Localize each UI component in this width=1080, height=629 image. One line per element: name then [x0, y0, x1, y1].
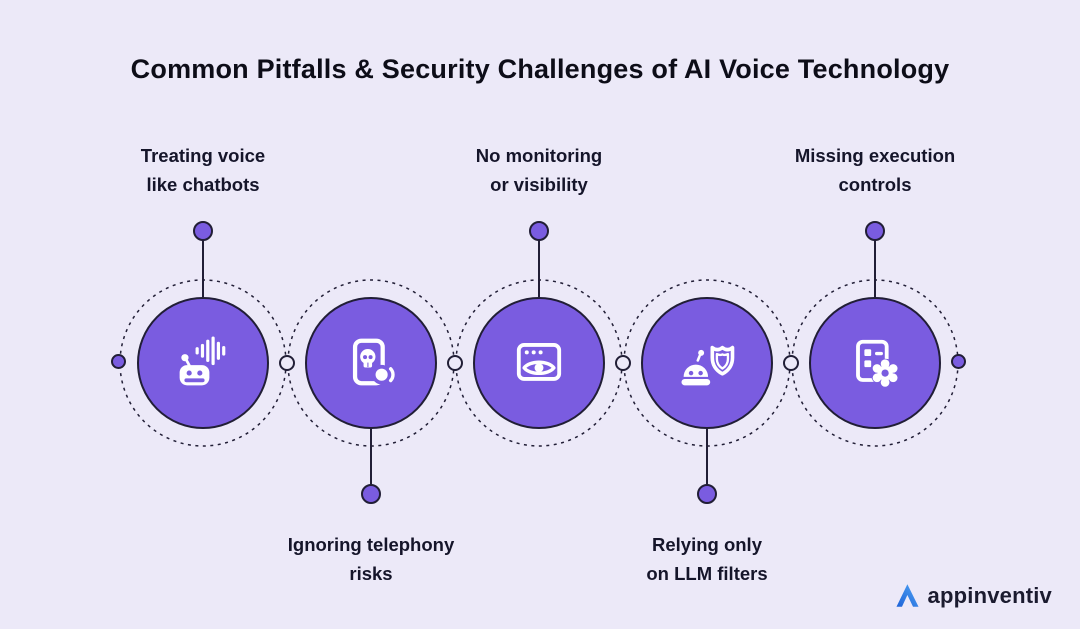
pitfall-circle [641, 297, 773, 429]
item-label-line2: risks [349, 563, 393, 584]
pitfall-item-treating-voice-like-chatbots: Treating voice like chatbots [119, 0, 287, 629]
orbit-end-dot-left [111, 354, 126, 369]
item-label: Relying only on LLM filters [582, 530, 832, 588]
connector-dot [865, 221, 885, 241]
connector-line [370, 429, 372, 486]
orbit-junction-dot [279, 355, 295, 371]
pitfall-circle [305, 297, 437, 429]
connector-dot [529, 221, 549, 241]
item-label-line1: No monitoring [475, 145, 603, 166]
appinventiv-logo-icon [896, 584, 919, 607]
connector-dot [193, 221, 213, 241]
item-label-line1: Relying only [652, 534, 762, 555]
item-label: Ignoring telephony risks [246, 530, 496, 588]
phone-skull-audio-icon [352, 338, 395, 386]
robot-voice-wave-icon [179, 336, 226, 386]
item-label: No monitoring or visibility [414, 141, 664, 199]
pitfall-item-no-monitoring-or-visibility: No monitoring or visibility [455, 0, 623, 629]
item-label-line2: or visibility [490, 174, 588, 195]
brand-name: appinventiv [927, 582, 1052, 608]
orbit-end-dot-right [951, 354, 966, 369]
item-label-line2: on LLM filters [646, 563, 768, 584]
connector-line [706, 429, 708, 486]
connector-dot [361, 484, 381, 504]
pitfall-circle [809, 297, 941, 429]
orbit-junction-dot [447, 355, 463, 371]
item-label: Missing execution controls [750, 141, 1000, 199]
brand-logo: appinventiv [894, 582, 1052, 609]
pitfall-circle [473, 297, 605, 429]
page-title: Common Pitfalls & Security Challenges of… [130, 54, 950, 84]
orbit-junction-dot [783, 355, 799, 371]
pitfall-item-relying-only-on-llm-filters: Relying only on LLM filters [623, 0, 791, 629]
connector-dot [697, 484, 717, 504]
item-label-line1: Treating voice [140, 145, 266, 166]
document-gear-icon [856, 339, 900, 388]
item-label-line1: Missing execution [794, 145, 956, 166]
item-label: Treating voice like chatbots [78, 141, 328, 199]
connector-line [538, 240, 540, 297]
item-label-line2: controls [838, 174, 912, 195]
pitfall-item-ignoring-telephony-risks: Ignoring telephony risks [287, 0, 455, 629]
connector-line [202, 240, 204, 297]
item-label-line1: Ignoring telephony [287, 534, 455, 555]
orbit-junction-dot [615, 355, 631, 371]
connector-line [874, 240, 876, 297]
pitfall-item-missing-execution-controls: Missing execution controls [791, 0, 959, 629]
robot-shield-icon [681, 345, 735, 386]
browser-eye-icon [516, 343, 562, 381]
pitfall-circle [137, 297, 269, 429]
item-label-line2: like chatbots [146, 174, 260, 195]
